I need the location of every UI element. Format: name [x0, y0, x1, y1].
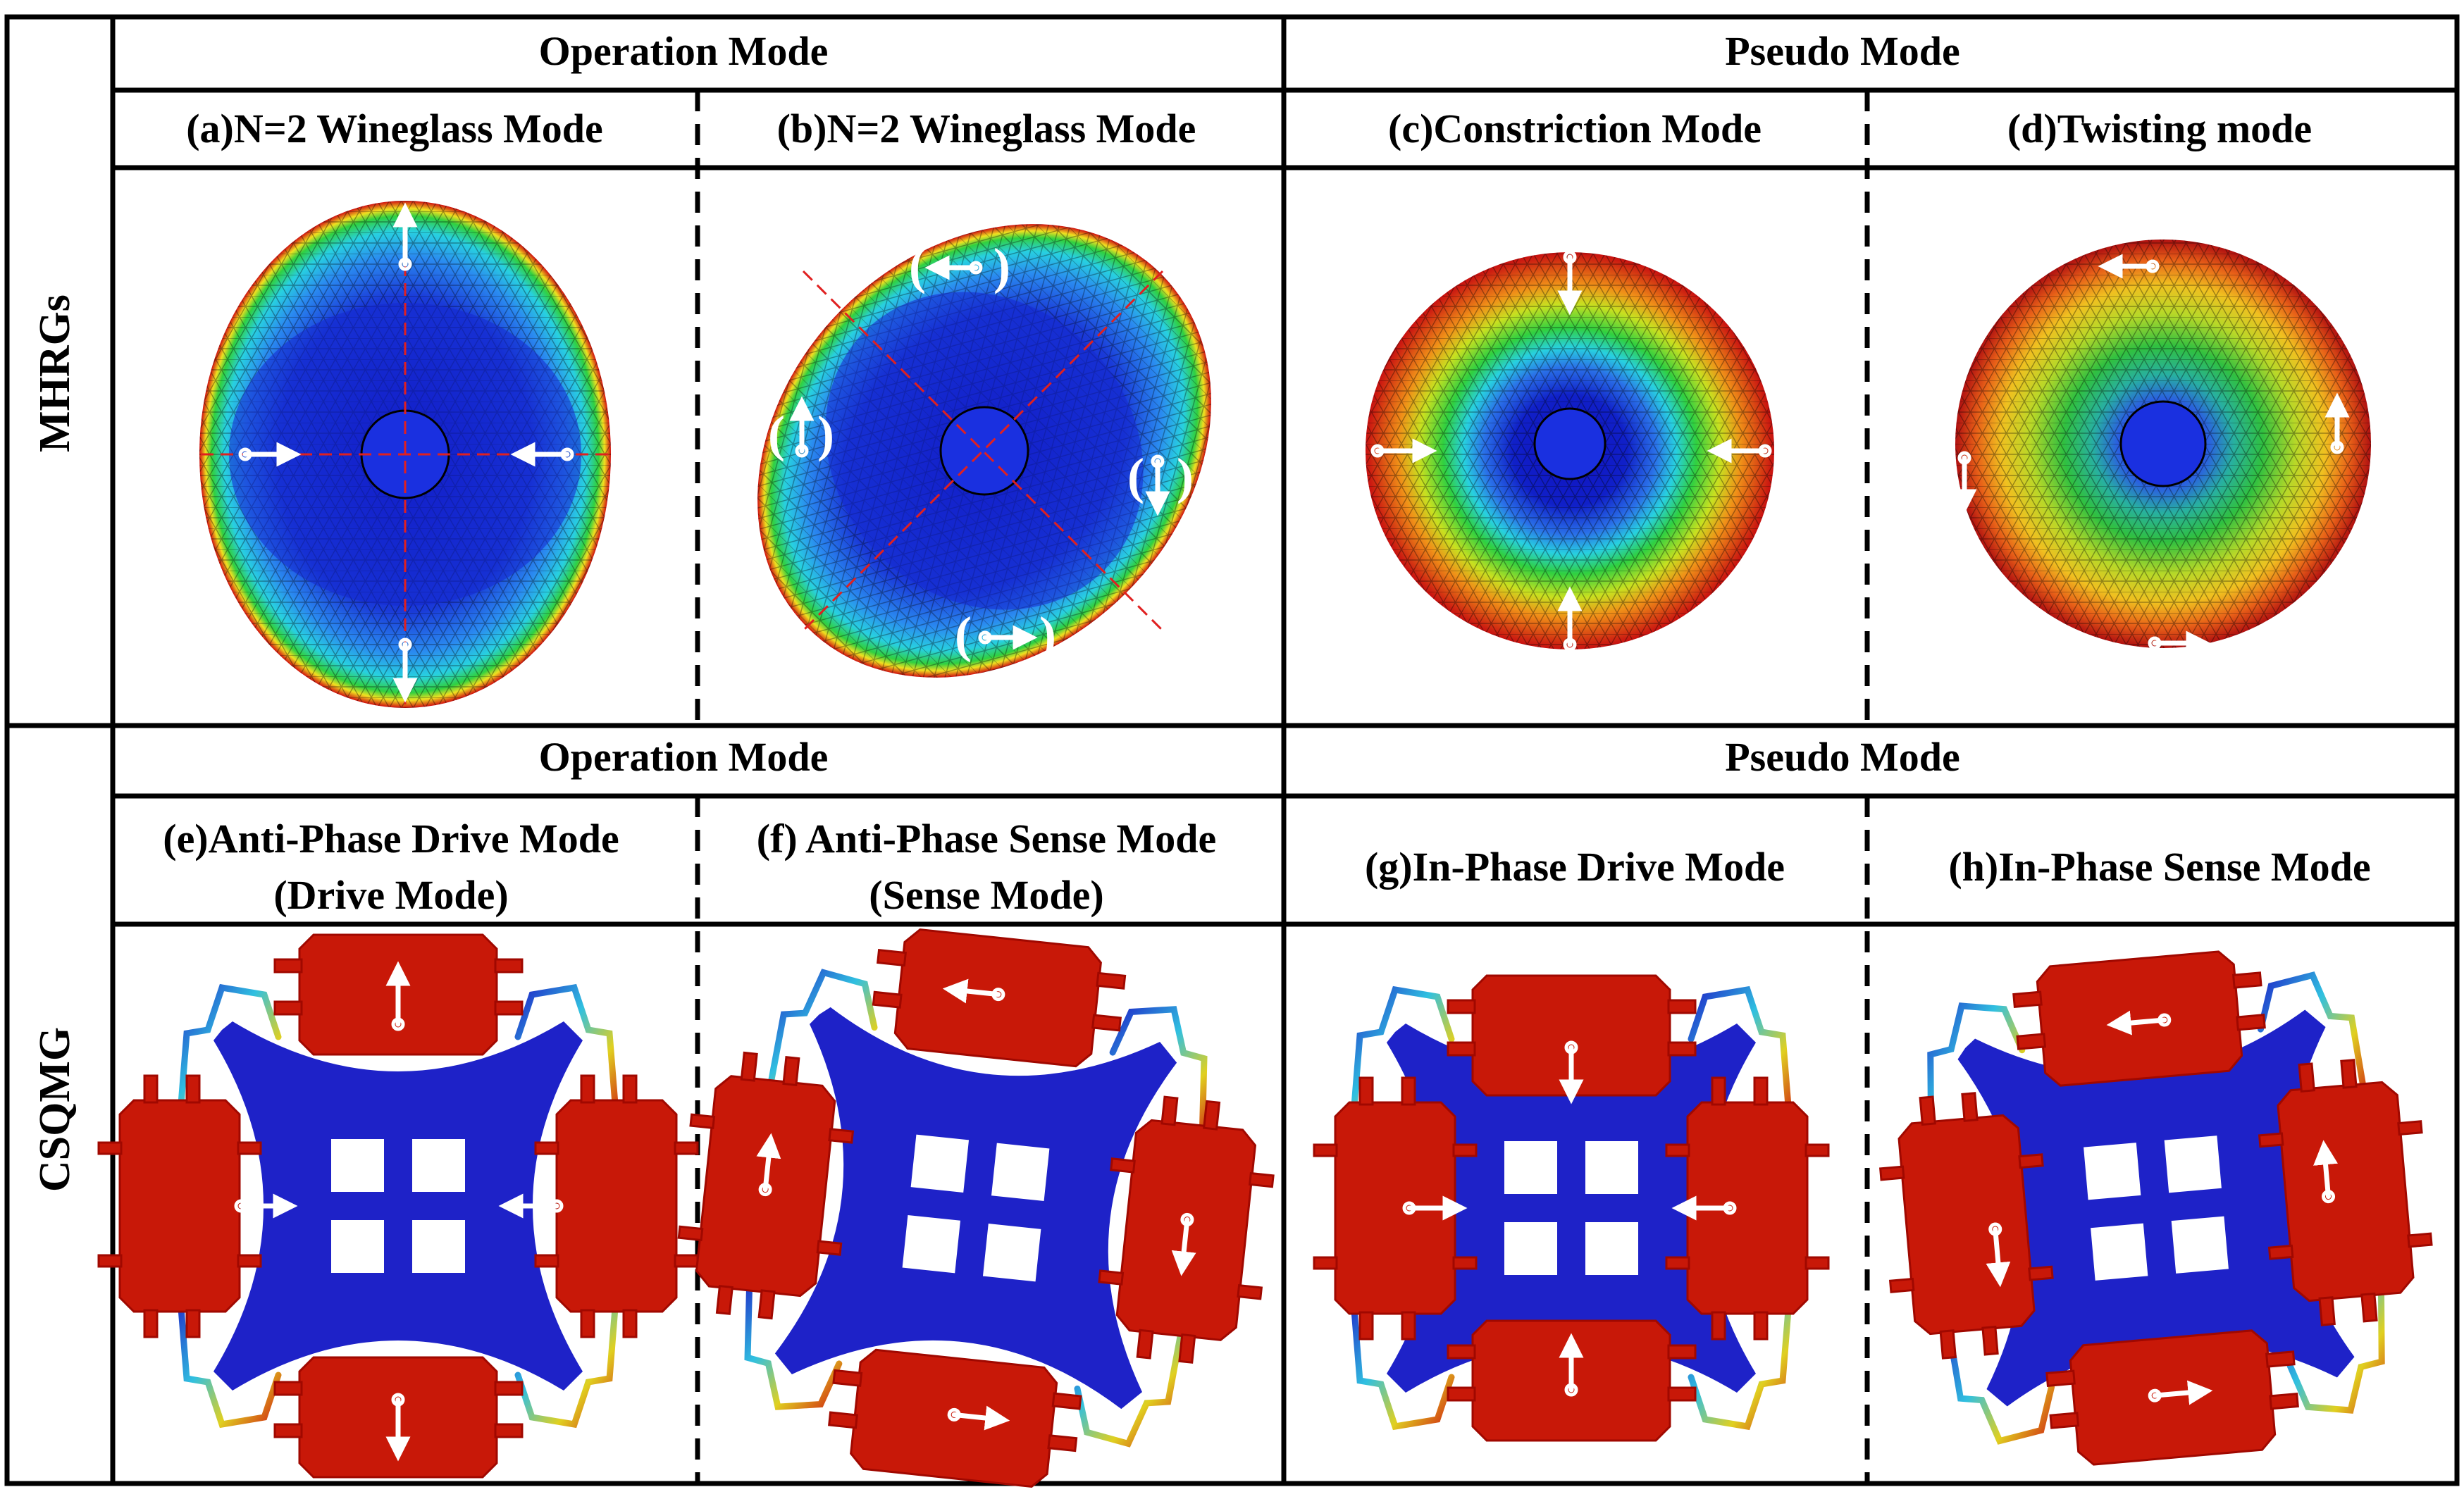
panel-title-a: (a)N=2 Wineglass Mode	[186, 106, 603, 151]
direction-arrow-icon: () () () ()	[768, 238, 1194, 663]
svg-text:): )	[1177, 448, 1194, 504]
mode-shape-c	[1366, 250, 1774, 652]
gyro-mode-f	[670, 924, 1282, 1492]
panel-title-b: (b)N=2 Wineglass Mode	[777, 106, 1196, 151]
gyro-mode-g	[1313, 974, 1830, 1442]
panel-title-d: (d)Twisting mode	[2007, 106, 2312, 151]
group-header-operation-2: Operation Mode	[539, 734, 829, 780]
panel-title-e-line2: (Drive Mode)	[273, 872, 508, 918]
panel-title-c: (c)Constriction Mode	[1388, 106, 1762, 151]
svg-text:): )	[993, 238, 1010, 294]
svg-text:(: (	[768, 406, 785, 462]
table-grid	[4, 14, 2460, 1486]
mode-shape-b: () () () ()	[757, 224, 1211, 678]
panel-title-f-line2: (Sense Mode)	[869, 872, 1103, 918]
direction-arrow-icon	[1370, 250, 1772, 652]
direction-arrow-icon	[1952, 254, 2350, 656]
gyro-mode-h	[1873, 947, 2439, 1469]
svg-text:(: (	[909, 238, 926, 294]
panel-title-f-line1: (f) Anti-Phase Sense Mode	[757, 816, 1216, 862]
direction-arrow-icon	[238, 202, 574, 703]
svg-text:(: (	[955, 607, 972, 663]
direction-arrow-icon	[1986, 1010, 2338, 1405]
panel-title-g: (g)In-Phase Drive Mode	[1365, 844, 1785, 890]
panel-title-e-line1: (e)Anti-Phase Drive Mode	[163, 816, 619, 862]
group-header-operation: Operation Mode	[539, 28, 829, 74]
svg-text:(: (	[1127, 448, 1144, 504]
gyro-mode-e	[97, 933, 699, 1479]
svg-text:): )	[817, 406, 834, 462]
svg-text:): )	[1039, 607, 1056, 663]
group-header-pseudo: Pseudo Mode	[1725, 28, 1960, 74]
group-header-pseudo-2: Pseudo Mode	[1725, 734, 1960, 780]
panel-title-h: (h)In-Phase Sense Mode	[1948, 844, 2370, 890]
direction-arrow-icon	[234, 961, 564, 1462]
mode-shape-d	[1952, 240, 2371, 656]
mode-shape-a	[199, 201, 611, 708]
row-label-mhrgs: MHRGs	[31, 294, 79, 452]
row-label-csqmg: CSQMG	[31, 1027, 79, 1192]
direction-arrow-icon	[756, 978, 1196, 1431]
direction-arrow-icon	[1402, 1040, 1737, 1397]
